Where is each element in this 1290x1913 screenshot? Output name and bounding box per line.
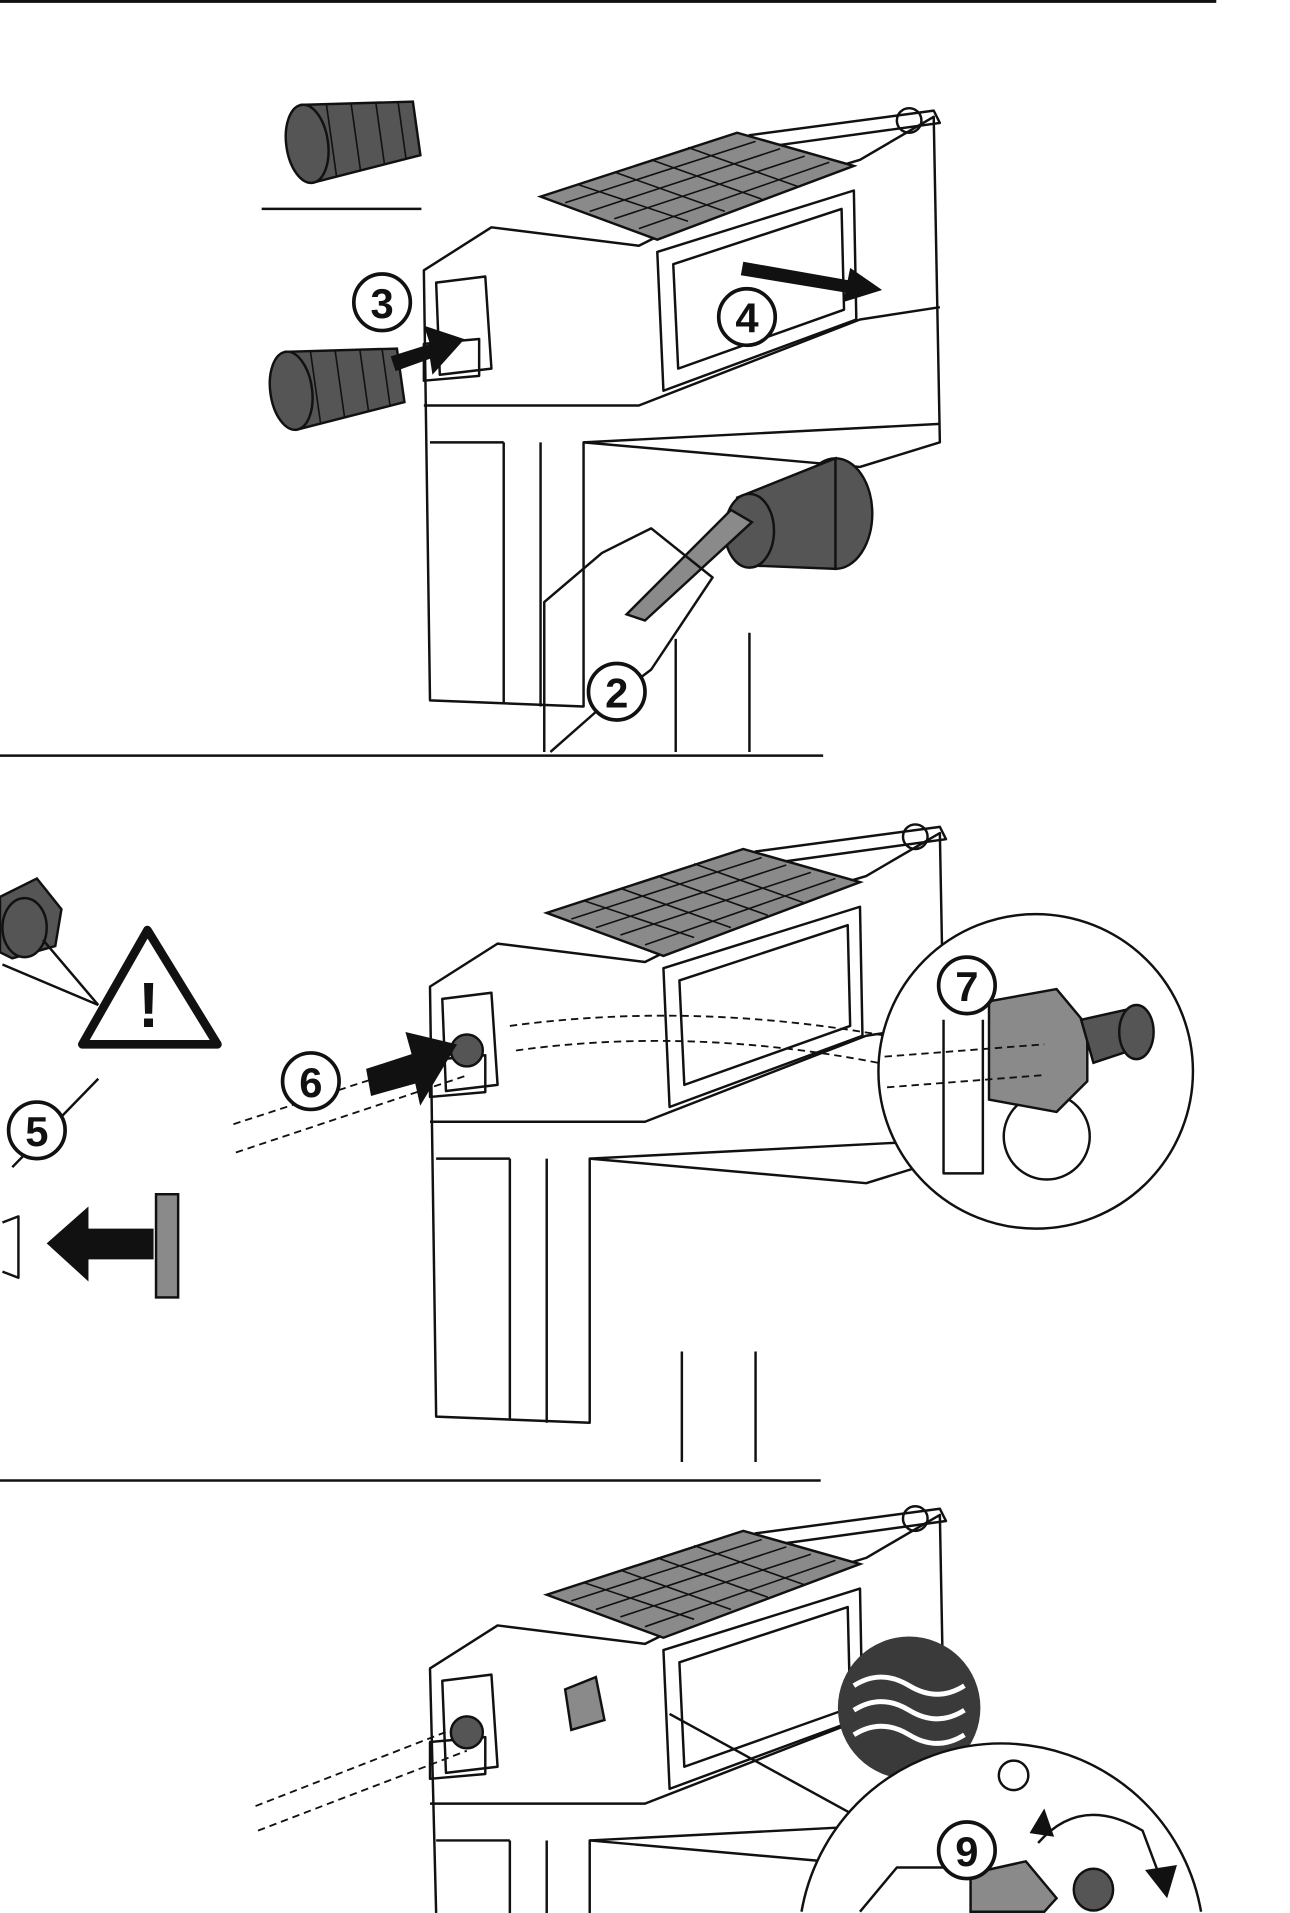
knife-icon (624, 508, 754, 622)
membrane-seal (723, 456, 874, 571)
svg-text:7: 7 (955, 963, 978, 1010)
leader-line (668, 1712, 861, 1820)
arrow-insert-icon (366, 1032, 458, 1106)
valve-nut (563, 1675, 606, 1732)
panel-1: 3 4 2 (261, 88, 940, 753)
svg-text:3: 3 (370, 280, 393, 327)
supply-pipe (255, 1725, 468, 1832)
magnifier-detail-7 (877, 912, 1195, 1230)
plug-icon (263, 335, 408, 434)
callout-step-3: 3 (351, 272, 413, 333)
panel-2: ! 5 6 7 (0, 824, 1195, 1463)
arrow-remove-icon (740, 261, 883, 303)
arrow-insert-icon (390, 325, 465, 375)
svg-text:6: 6 (299, 1059, 322, 1106)
callout-step-2: 2 (586, 661, 647, 722)
valve-inlet (449, 1715, 485, 1750)
svg-text:9: 9 (955, 1828, 978, 1875)
warning-icon: ! (78, 925, 222, 1049)
plug-icon (279, 88, 424, 187)
svg-text:!: ! (138, 969, 159, 1041)
svg-text:2: 2 (605, 669, 628, 716)
callout-step-4: 4 (716, 286, 778, 348)
cistern-frame (430, 824, 946, 1422)
water-icon (837, 1636, 981, 1780)
callout-step-5: 5 (6, 1100, 67, 1161)
callout-step-9: 9 (936, 1820, 997, 1881)
callout-step-6: 6 (280, 1051, 341, 1112)
panel-3: 9 (255, 1506, 1203, 1913)
svg-text:4: 4 (735, 295, 758, 342)
cistern-frame (424, 108, 940, 706)
magnifier-detail-9 (800, 1742, 1203, 1913)
svg-text:5: 5 (25, 1108, 48, 1155)
arrow-left-icon (46, 1206, 154, 1282)
valve-inlet (449, 1033, 485, 1068)
callout-step-7: 7 (936, 955, 997, 1016)
